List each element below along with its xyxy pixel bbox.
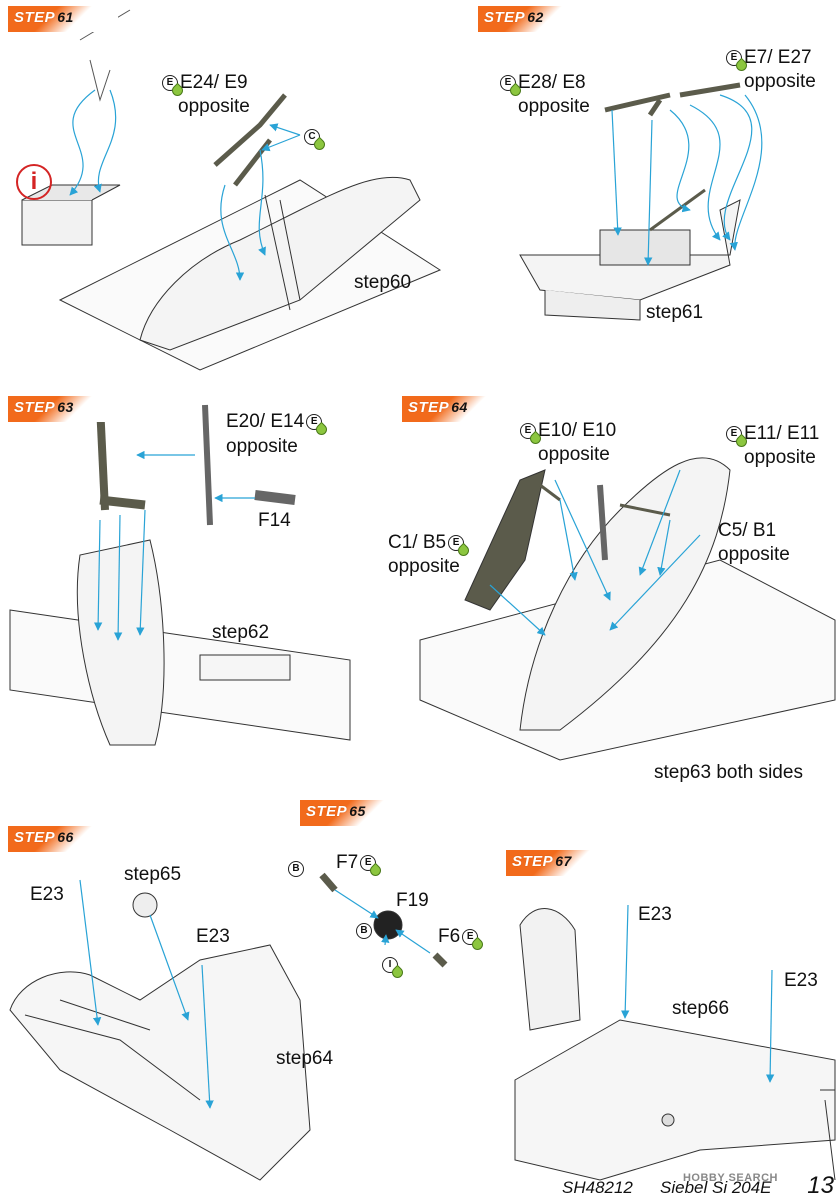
- sprue-i-glue-icon: I: [382, 956, 406, 981]
- part-label-f14: F14: [258, 510, 291, 531]
- sprue-i-badge: I: [380, 954, 406, 981]
- step63-illustration: [9, 404, 351, 746]
- ref-step65: step65: [124, 864, 182, 885]
- part-label-e10-opposite: opposite: [538, 444, 610, 465]
- sprue-e-glue-icon: E: [726, 425, 750, 450]
- part-label-e23-right: E23: [196, 926, 230, 947]
- sprue-e-glue-icon: E: [462, 928, 486, 953]
- sprue-b-badge-2: B: [354, 920, 374, 942]
- part-label-e23-left: E23: [30, 884, 64, 905]
- ref-step61: step61: [646, 302, 704, 323]
- ref-step66: step66: [672, 998, 730, 1019]
- ref-step63-both-sides: step63 both sides: [654, 762, 803, 783]
- part-label-e7-opposite: opposite: [744, 71, 816, 92]
- step66-illustration: [9, 892, 311, 1181]
- ref-step60: step60: [354, 272, 412, 293]
- step67-illustration: [514, 908, 836, 1181]
- step65-arrows: [334, 889, 431, 954]
- part-label-e24-opposite: opposite: [178, 96, 250, 117]
- part-label-c1-opposite: opposite: [388, 556, 460, 577]
- part-label-c5: C5/ B1: [718, 520, 777, 541]
- sprue-e-glue-icon: E: [306, 413, 330, 438]
- part-label-e23-lower: E23: [784, 970, 818, 991]
- sprue-e-glue-icon: E: [500, 74, 524, 99]
- step67-arrows: [621, 904, 775, 1083]
- part-label-e20-opposite: opposite: [226, 436, 298, 457]
- footer-kit-code: SH48212: [562, 1178, 633, 1197]
- step64-arrows: [489, 469, 701, 636]
- step66-arrows: [79, 879, 214, 1109]
- step65-illustration: [319, 872, 448, 968]
- sprue-b-icon: B: [356, 922, 372, 939]
- sprue-e-glue-icon: E: [520, 422, 544, 447]
- part-label-e23-top: E23: [638, 904, 672, 925]
- sprue-e-glue-icon: E: [448, 534, 472, 559]
- step62-illustration: [519, 82, 741, 321]
- watermark: HOBBY SEARCH: [682, 1172, 778, 1184]
- sprue-c-glue-icon: C: [304, 128, 328, 153]
- step62-arrows: [611, 94, 763, 266]
- footer-kit-title: Siebel Si 204E: [660, 1178, 772, 1197]
- sprue-e-glue-icon: E: [726, 49, 750, 74]
- ref-step62: step62: [212, 622, 270, 643]
- step63-arrows: [93, 450, 255, 641]
- sprue-b-icon: B: [288, 860, 304, 877]
- part-label-c5-opposite: opposite: [718, 544, 790, 565]
- sprue-c-badge: C: [302, 126, 328, 153]
- sprue-e-glue-icon: E: [162, 74, 186, 99]
- sprue-e-glue-icon: E: [360, 854, 384, 879]
- step64-illustration: [419, 457, 836, 761]
- part-label-e28-opposite: opposite: [518, 96, 590, 117]
- part-label-e11-opposite: opposite: [744, 447, 816, 468]
- step61-arrows: [69, 89, 301, 281]
- page-number: 13: [807, 1172, 834, 1199]
- info-icon: i: [16, 164, 52, 200]
- ref-step64: step64: [276, 1048, 334, 1069]
- step61-illustration: [21, 9, 442, 371]
- sprue-b-badge: B: [286, 858, 306, 880]
- part-label-f19: F19: [396, 890, 429, 911]
